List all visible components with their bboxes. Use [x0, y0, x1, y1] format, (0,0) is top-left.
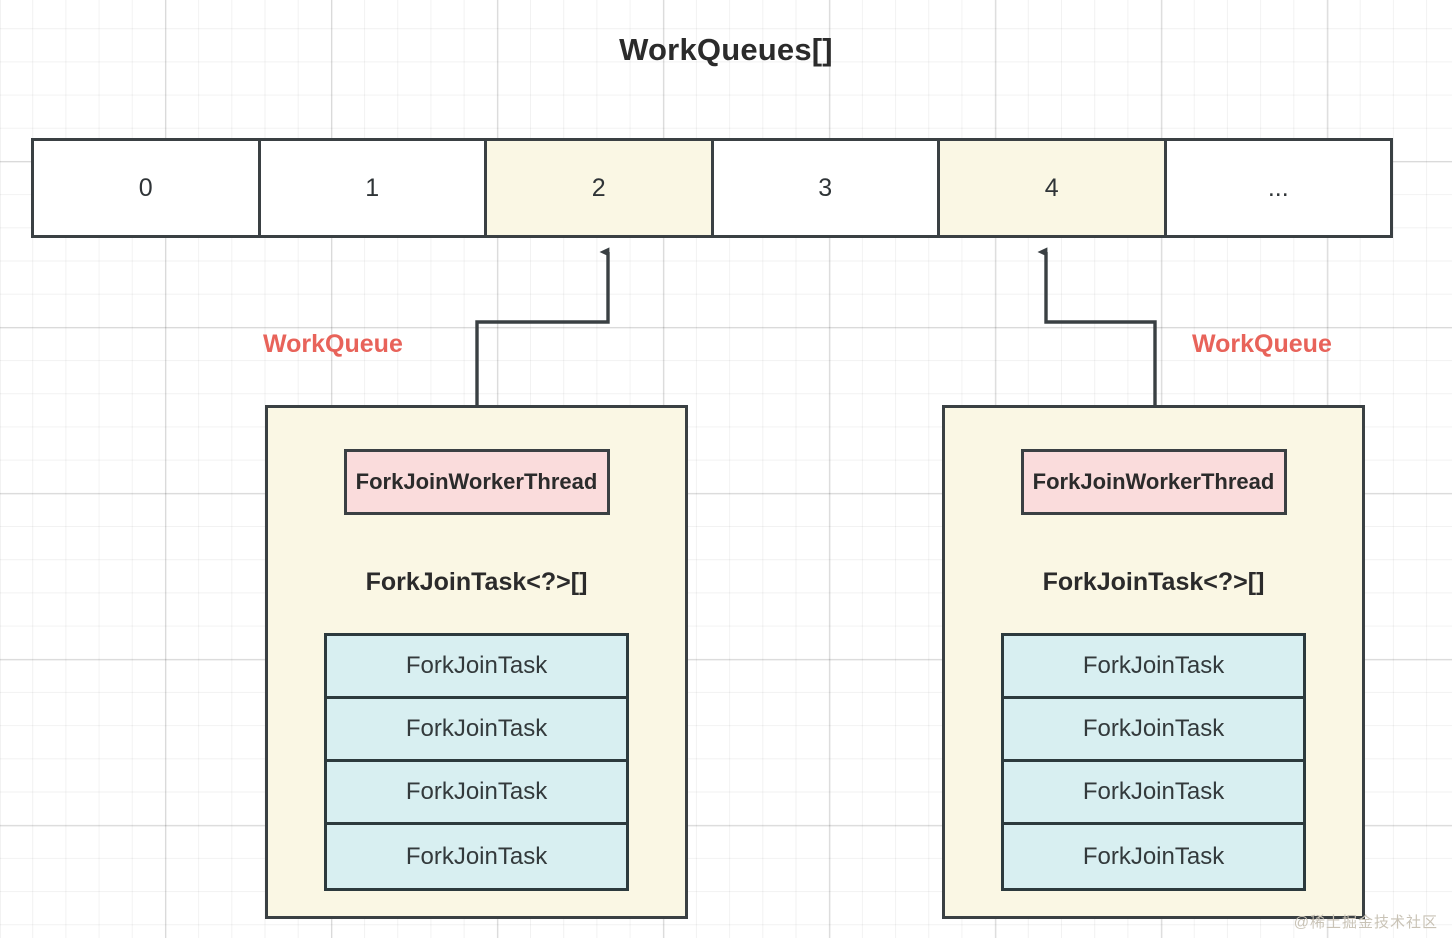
task-item[interactable]: ForkJoinTask: [327, 636, 626, 699]
array-cell-3[interactable]: 3: [713, 141, 940, 235]
task-item[interactable]: ForkJoinTask: [1004, 762, 1303, 825]
thread-label-line2: Thread: [523, 469, 598, 495]
fork-join-worker-thread-box-left[interactable]: ForkJoinWorker Thread: [343, 449, 610, 515]
thread-label-line1: ForkJoinWorker: [355, 469, 524, 495]
connector-right: [1037, 247, 1157, 405]
thread-label-line1: ForkJoinWorker: [1032, 469, 1201, 495]
array-cell-0[interactable]: 0: [34, 141, 261, 235]
task-array-caption-right: ForkJoinTask<?>[]: [1042, 568, 1265, 596]
array-cell-2[interactable]: 2: [487, 141, 714, 235]
workqueue-label-right: WorkQueue: [1192, 330, 1332, 358]
task-item[interactable]: ForkJoinTask: [327, 825, 626, 888]
task-item[interactable]: ForkJoinTask: [1004, 636, 1303, 699]
workqueue-panel-right: ForkJoinWorker Thread ForkJoinTask<?>[] …: [942, 405, 1365, 919]
task-list-left: ForkJoinTask ForkJoinTask ForkJoinTask F…: [324, 633, 629, 891]
task-item[interactable]: ForkJoinTask: [1004, 825, 1303, 888]
thread-label-line2: Thread: [1200, 469, 1275, 495]
task-item[interactable]: ForkJoinTask: [327, 762, 626, 825]
workqueues-array: 0 1 2 3 4 ...: [31, 138, 1393, 238]
workqueue-label-left: WorkQueue: [263, 330, 403, 358]
task-array-caption-left: ForkJoinTask<?>[]: [365, 568, 588, 596]
task-item[interactable]: ForkJoinTask: [1004, 699, 1303, 762]
array-cell-4[interactable]: 4: [940, 141, 1167, 235]
diagram-title: WorkQueues[]: [619, 32, 833, 67]
task-list-right: ForkJoinTask ForkJoinTask ForkJoinTask F…: [1001, 633, 1306, 891]
fork-join-worker-thread-box-right[interactable]: ForkJoinWorker Thread: [1020, 449, 1287, 515]
connector-left: [475, 247, 610, 405]
watermark: @稀土掘金技术社区: [1293, 914, 1438, 931]
array-cell-ellipsis[interactable]: ...: [1166, 141, 1390, 235]
workqueue-panel-left: ForkJoinWorker Thread ForkJoinTask<?>[] …: [265, 405, 688, 919]
array-cell-1[interactable]: 1: [260, 141, 487, 235]
task-item[interactable]: ForkJoinTask: [327, 699, 626, 762]
